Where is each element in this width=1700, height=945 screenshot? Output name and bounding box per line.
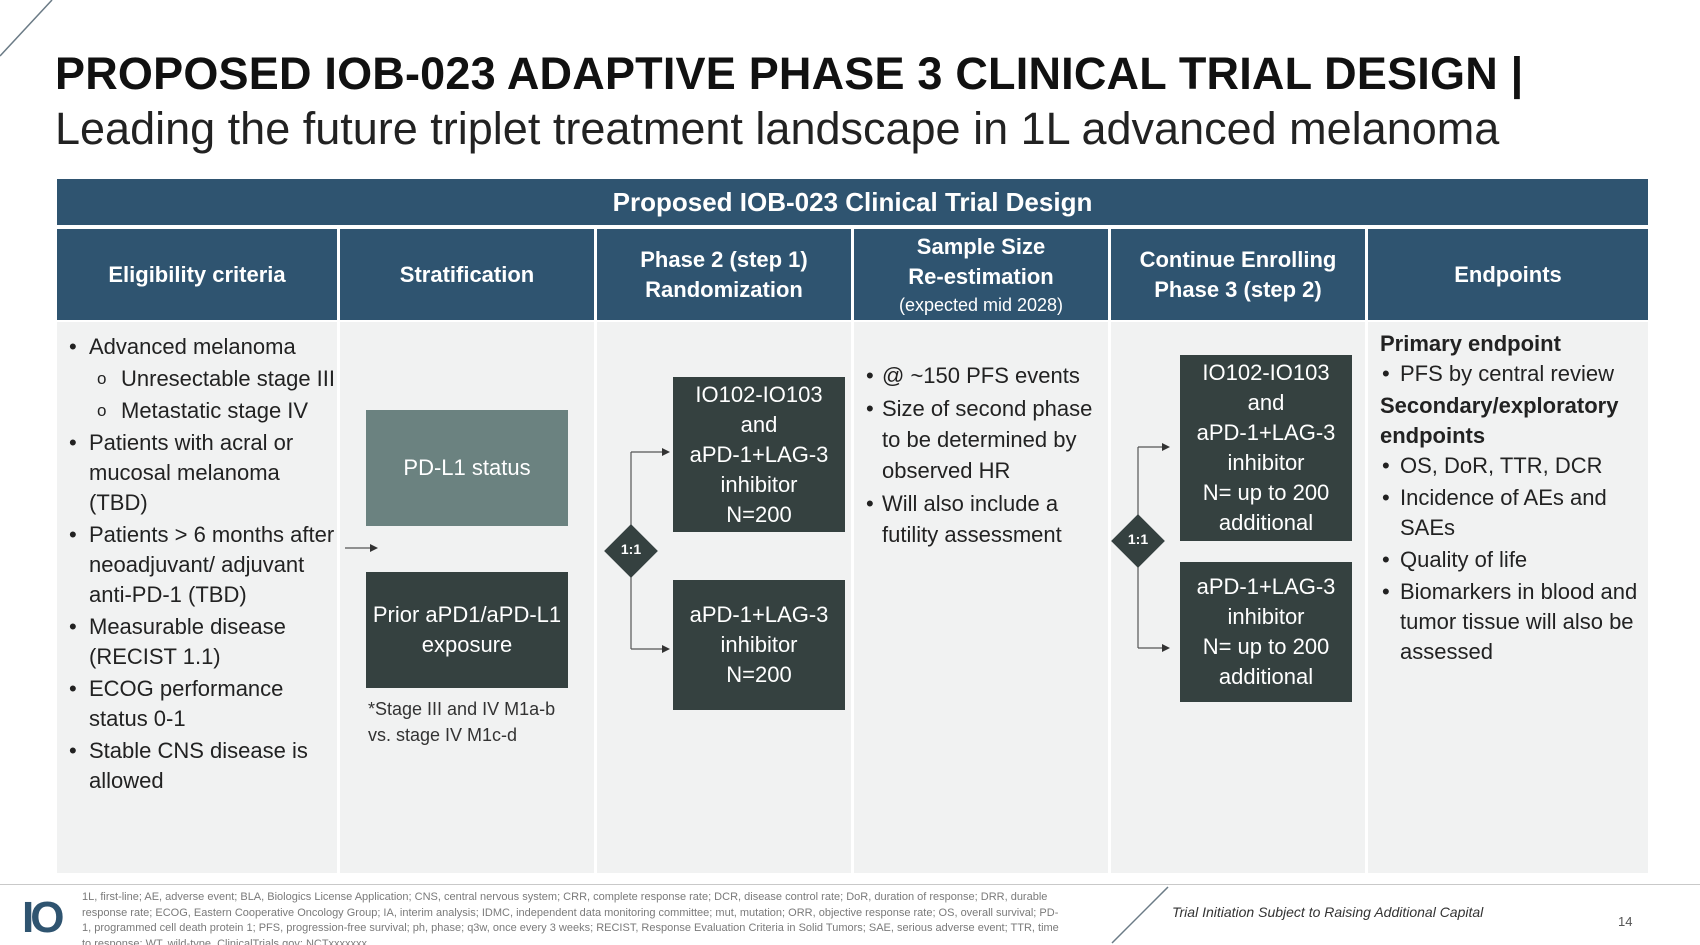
secondary-endpoint-item: Biomarkers in blood and tumor tissue wil… <box>1380 577 1642 667</box>
footer-divider <box>0 884 1700 885</box>
eligibility-body: Advanced melanoma Unresectable stage III… <box>57 322 337 873</box>
eligibility-header: Eligibility criteria <box>57 229 337 320</box>
secondary-endpoint-item: OS, DoR, TTR, DCR <box>1380 451 1642 481</box>
primary-endpoint-item: PFS by central review <box>1380 359 1642 389</box>
sample-size-header: Sample Size Re-estimation (expected mid … <box>854 229 1108 320</box>
pd-l1-status-box: PD-L1 status <box>366 410 568 526</box>
phase3-randomization-ratio: 1:1 <box>1127 531 1149 547</box>
endpoints-body: Primary endpoint PFS by central review S… <box>1368 322 1648 873</box>
eligibility-item: ECOG performance status 0-1 <box>69 674 337 734</box>
phase3-control-arm: aPD-1+LAG-3 inhibitor N= up to 200 addit… <box>1180 562 1352 702</box>
trial-design-table: Proposed IOB-023 Clinical Trial Design E… <box>57 179 1648 873</box>
page-subtitle: Leading the future triplet treatment lan… <box>55 103 1500 154</box>
footer-slash-decoration <box>1111 886 1169 944</box>
eligibility-item: Measurable disease (RECIST 1.1) <box>69 612 337 672</box>
capital-disclaimer: Trial Initiation Subject to Raising Addi… <box>1172 904 1484 920</box>
phase2-control-arm: aPD-1+LAG-3 inhibitor N=200 <box>673 580 845 710</box>
phase3-triplet-arm: IO102-IO103 and aPD-1+LAG-3 inhibitor N=… <box>1180 355 1352 541</box>
eligibility-item: Advanced melanoma <box>69 332 337 362</box>
secondary-endpoint-item: Incidence of AEs and SAEs <box>1380 483 1642 543</box>
stratification-header: Stratification <box>340 229 594 320</box>
abbreviations-footnote: 1L, first-line; AE, adverse event; BLA, … <box>82 891 1059 945</box>
eligibility-subitem: Unresectable stage III <box>69 364 337 394</box>
corner-decoration <box>0 0 53 57</box>
phase2-header: Phase 2 (step 1) Randomization <box>597 229 851 320</box>
phase3-header: Continue Enrolling Phase 3 (step 2) <box>1111 229 1365 320</box>
page-number: 14 <box>1618 914 1633 929</box>
prior-exposure-box: Prior aPD1/aPD-L1 exposure <box>366 572 568 688</box>
stratification-arrow <box>345 544 378 552</box>
sse-item: Will also include a futility assessment <box>866 488 1102 550</box>
eligibility-header-label: Eligibility criteria <box>108 261 286 287</box>
phase2-connector <box>630 448 670 653</box>
primary-endpoint-heading: Primary endpoint <box>1380 331 1561 356</box>
eligibility-item: Stable CNS disease is allowed <box>69 736 337 796</box>
phase3-connector <box>1137 443 1170 652</box>
table-banner: Proposed IOB-023 Clinical Trial Design <box>57 179 1648 225</box>
eligibility-subitem: Metastatic stage IV <box>69 396 337 426</box>
stratification-header-label: Stratification <box>399 261 535 287</box>
sample-size-body: @ ~150 PFS events Size of second phase t… <box>854 322 1108 873</box>
stage-footnote: *Stage III and IV M1a-b vs. stage IV M1c… <box>368 699 556 745</box>
company-logo: IO <box>22 893 65 942</box>
sse-item: @ ~150 PFS events <box>866 360 1102 391</box>
eligibility-item: Patients > 6 months after neoadjuvant/ a… <box>69 520 337 610</box>
randomization-ratio: 1:1 <box>620 541 642 557</box>
phase3-body: 1:1 IO102-IO103 and aPD-1+LAG-3 inhibito… <box>1111 322 1365 873</box>
phase2-triplet-arm: IO102-IO103 and aPD-1+LAG-3 inhibitor N=… <box>673 377 845 532</box>
phase2-body: 1:1 IO102-IO103 and aPD-1+LAG-3 inhibito… <box>597 322 851 873</box>
page-title: PROPOSED IOB-023 ADAPTIVE PHASE 3 CLINIC… <box>55 48 1524 99</box>
endpoints-header: Endpoints <box>1368 229 1648 320</box>
secondary-endpoint-item: Quality of life <box>1380 545 1642 575</box>
sse-item: Size of second phase to be determined by… <box>866 393 1102 486</box>
stratification-body: PD-L1 status Prior aPD1/aPD-L1 exposure … <box>340 322 594 873</box>
secondary-endpoint-heading: Secondary/exploratory endpoints <box>1380 393 1619 448</box>
eligibility-item: Patients with acral or mucosal melanoma … <box>69 428 337 518</box>
